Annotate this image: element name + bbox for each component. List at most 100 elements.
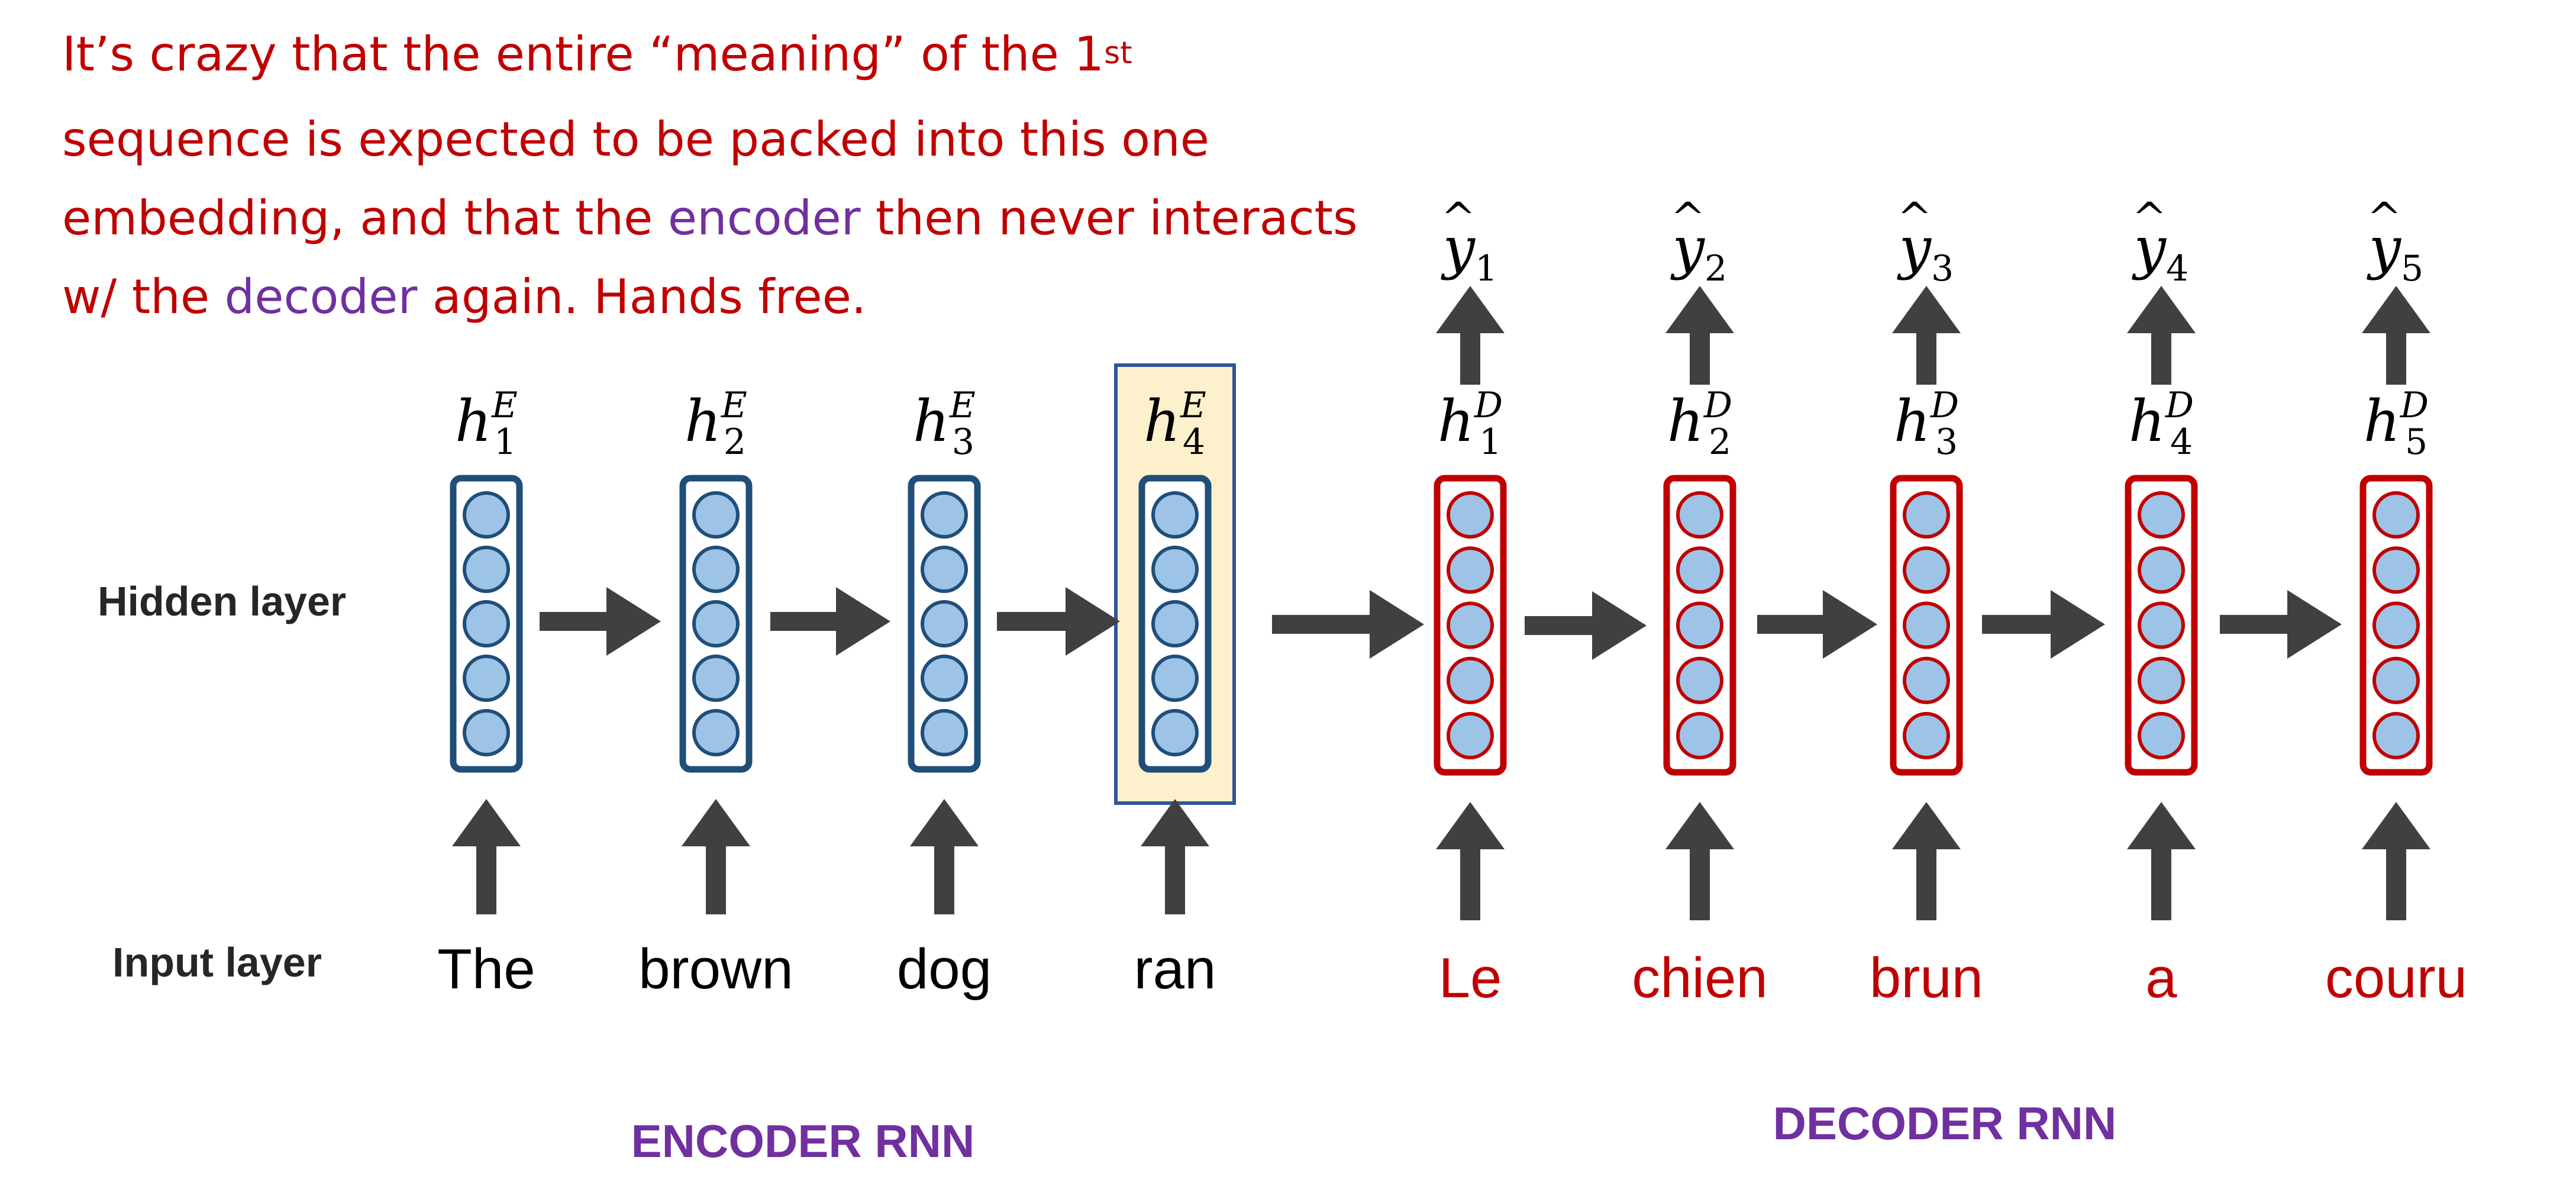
encoder-word-1: The [437,937,535,1001]
decoder-hidden-5-neuron [2372,712,2420,759]
decoder-output-label-5: y5 [2367,215,2423,289]
decoder-output-label-1-hat: ^ [1441,194,1476,242]
decoder-arrow-3 [1982,590,2105,659]
encoder-arrow-1 [540,587,661,656]
encoder-hidden-3-neuron [921,600,968,647]
encoder-hidden-4-neuron [1151,600,1199,647]
decoder-output-label-4-letter: y [2132,215,2167,281]
decoder-output-label-2-letter: y [1670,215,1706,281]
decoder-hidden-1-neuron [1447,491,1494,539]
decoder-output-label-4: y4 [2132,215,2188,289]
encoder-hidden-2-neuron [692,655,740,702]
decoder-hidden-3-neuron [1903,491,1950,539]
encoder-hidden-4-neuron [1151,709,1199,756]
encoder-input-arrow-1 [452,799,521,914]
hidden-layer-label: Hidden layer [98,578,346,624]
encoder-arrow-2 [770,587,890,656]
decoder-output-label-2-hat: ^ [1671,194,1706,242]
decoder-output-arrow-3 [1892,286,1961,385]
encoder-hidden-3-neuron [921,546,968,593]
decoder-hidden-4-neuron [2138,601,2185,649]
decoder-state-label-2-letter: h [1667,388,1704,455]
decoder-output-label-1-subscript: 1 [1475,248,1497,289]
decoder-hidden-2-neuron [1676,656,1723,704]
decoder-output-label-5-letter: y [2367,215,2402,281]
encoder-state-label-1-subscript: 1 [494,421,517,463]
encoder-hidden-3-neuron [921,491,968,539]
encoder-hidden-4-neuron [1151,491,1199,539]
decoder-output-label-4-hat: ^ [2132,194,2167,242]
decoder-output-label-3-letter: y [1897,215,1932,281]
callout-text-part-1: It’s crazy that the entire “meaning” of … [62,27,1105,82]
decoder-output-arrow-5 [2362,286,2430,385]
encoder-hidden-2-neuron [692,546,740,593]
decoder-input-arrow-3 [1892,802,1961,920]
decoder-state-label-4-superscript: D [2165,385,2194,426]
decoder-state-label-4-subscript: 4 [2170,421,2193,463]
decoder-state-label-1-letter: h [1438,388,1474,455]
decoder-hidden-2-neuron [1676,601,1723,649]
encoder-hidden-2-neuron [692,709,740,756]
decoder-input-arrow-2 [1665,802,1734,920]
decoder-state-label-1-superscript: D [1474,385,1503,426]
decoder-state-label-5-superscript: D [2400,385,2429,426]
decoder-word-2: chien [1632,946,1768,1010]
encoder-state-label-1-superscript: E [491,385,518,426]
decoder-word-5: couru [2325,946,2467,1010]
decoder-output-arrow-4 [2127,286,2196,385]
decoder-arrow-1 [1525,591,1647,660]
callout-text-part-4: again. Hands free. [417,269,867,324]
decoder-input-arrow-5 [2362,802,2430,920]
encoder-hidden-1-neuron [463,491,510,539]
decoder-state-label-2-superscript: D [1703,385,1732,426]
decoder-hidden-2-neuron [1676,712,1723,759]
decoder-hidden-3-neuron [1903,656,1950,704]
encoder-state-label-3-letter: h [913,388,950,455]
decoder-hidden-1-neuron [1447,546,1494,594]
decoder-title: DECODER RNN [1773,1097,2117,1149]
decoder-arrow-4 [2220,590,2342,659]
decoder-state-label-5-subscript: 5 [2405,421,2427,463]
decoder-hidden-4-neuron [2138,656,2185,704]
decoder-hidden-1-neuron [1447,712,1494,759]
decoder-word: decoder [224,269,418,324]
decoder-state-label-4-letter: h [2129,388,2165,455]
decoder-output-label-5-subscript: 5 [2401,248,2423,289]
encoder-state-label-2-letter: h [685,388,721,455]
input-layer-label: Input layer [112,939,322,985]
decoder-hidden-5-neuron [2372,491,2420,539]
decoder-state-label-3-superscript: D [1930,385,1959,426]
decoder-output-label-3-subscript: 3 [1931,248,1954,289]
decoder-output-label-3-hat: ^ [1897,194,1932,242]
encoder-hidden-2-neuron [692,600,740,647]
encoder-hidden-1-neuron [463,600,510,647]
callout-superscript: st [1104,36,1132,71]
decoder-hidden-1-neuron [1447,656,1494,704]
encoder-word: encoder [667,191,861,246]
decoder-output-label-5-hat: ^ [2367,194,2402,242]
decoder-state-label-2-subscript: 2 [1709,421,1731,463]
decoder-state-label-3-subscript: 3 [1935,421,1958,463]
decoder-hidden-2-neuron [1676,546,1723,594]
encoder-state-label-2-superscript: E [721,385,747,426]
decoder-hidden-3-neuron [1903,601,1950,649]
decoder-word-3: brun [1870,946,1983,1010]
encoder-hidden-1-neuron [463,709,510,756]
encoder-hidden-3-neuron [921,709,968,756]
decoder-output-arrow-1 [1436,286,1505,385]
decoder-hidden-5-neuron [2372,601,2420,649]
decoder-hidden-1-neuron [1447,601,1494,649]
decoder-output-label-4-subscript: 4 [2166,248,2188,289]
encoder-input-arrow-3 [910,799,979,914]
encoder-hidden-1-neuron [463,546,510,593]
decoder-state-label-1-subscript: 1 [1479,421,1502,463]
decoder-hidden-2-neuron [1676,491,1723,539]
